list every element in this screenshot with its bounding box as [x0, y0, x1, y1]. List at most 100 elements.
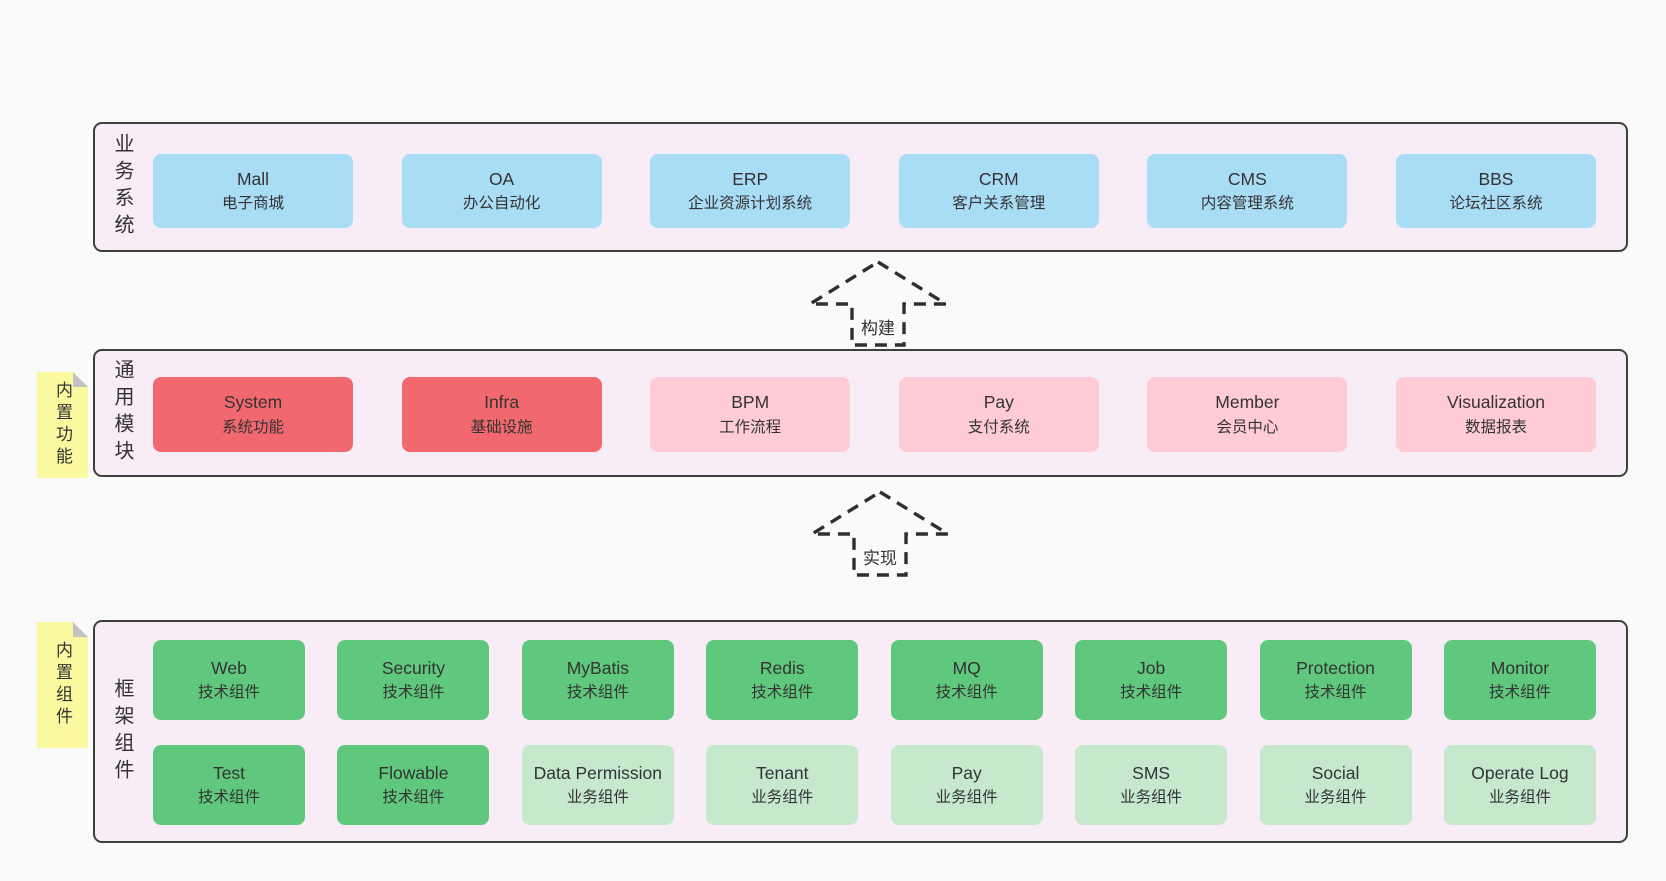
box-title: Test [212, 762, 246, 783]
box-subtitle: 技术组件 [1304, 684, 1367, 702]
box-erp: ERP 企业资源计划系统 [650, 154, 851, 228]
box-subtitle: 技术组件 [1120, 684, 1183, 702]
box-title: Tenant [755, 762, 809, 783]
box-member: Member 会员中心 [1147, 377, 1348, 452]
up-arrow-icon [804, 260, 952, 347]
box-subtitle: 技术组件 [566, 684, 629, 702]
box-pay-component: Pay 业务组件 [890, 745, 1043, 825]
box-title: Security [381, 657, 446, 678]
box-title: CRM [978, 168, 1019, 189]
box-title: System [223, 392, 283, 413]
box-title: OA [488, 168, 515, 189]
box-subtitle: 基础设施 [470, 418, 533, 436]
implement-arrow-label: 实现 [860, 544, 900, 569]
box-pay-module: Pay 支付系统 [898, 377, 1099, 452]
box-bpm: BPM 工作流程 [650, 377, 851, 452]
box-subtitle: 技术组件 [382, 789, 445, 807]
framework-box-row-2: Test 技术组件 Flowable 技术组件 Data Permission … [153, 745, 1596, 825]
box-title: Redis [759, 657, 805, 678]
business-box-row: Mall 电子商城 OA 办公自动化 ERP 企业资源计划系统 CRM 客户关系… [153, 154, 1596, 228]
box-subtitle: 会员中心 [1216, 418, 1279, 436]
box-subtitle: 系统功能 [221, 418, 284, 436]
box-subtitle: 数据报表 [1464, 418, 1527, 436]
box-system: System 系统功能 [153, 377, 353, 452]
box-subtitle: 论坛社区系统 [1449, 195, 1543, 213]
box-subtitle: 业务组件 [751, 789, 814, 807]
build-arrow-label: 构建 [858, 314, 898, 339]
box-oa: OA 办公自动化 [401, 154, 602, 228]
box-title: Social [1311, 762, 1360, 783]
box-data-permission: Data Permission 业务组件 [521, 745, 674, 825]
box-title: Pay [951, 762, 982, 783]
note-text: 内置组件 [53, 641, 72, 729]
box-subtitle: 技术组件 [1488, 684, 1551, 702]
box-title: BPM [731, 392, 770, 413]
box-title: Monitor [1490, 657, 1550, 678]
box-visualization: Visualization 数据报表 [1395, 377, 1596, 452]
box-subtitle: 电子商城 [221, 195, 284, 213]
box-subtitle: 业务组件 [1488, 789, 1551, 807]
box-subtitle: 业务组件 [935, 789, 998, 807]
box-subtitle: 客户关系管理 [952, 195, 1046, 213]
box-title: Member [1215, 392, 1280, 413]
box-title: Flowable [378, 762, 449, 783]
builtin-features-note: 内置功能 [37, 372, 88, 478]
box-web: Web 技术组件 [153, 640, 305, 720]
modules-box-row: System 系统功能 Infra 基础设施 BPM 工作流程 Pay 支付系统… [153, 377, 1596, 452]
box-mq: MQ 技术组件 [890, 640, 1043, 720]
box-title: ERP [732, 168, 769, 189]
box-infra: Infra 基础设施 [401, 377, 602, 452]
box-tenant: Tenant 业务组件 [706, 745, 859, 825]
box-title: Job [1137, 657, 1166, 678]
box-title: Data Permission [533, 762, 663, 783]
framework-panel-label: 框架组件 [111, 677, 133, 786]
box-title: SMS [1132, 762, 1171, 783]
note-text: 内置功能 [53, 381, 72, 469]
box-subtitle: 企业资源计划系统 [688, 195, 813, 213]
box-bbs: BBS 论坛社区系统 [1395, 154, 1596, 228]
box-title: BBS [1478, 168, 1514, 189]
box-subtitle: 办公自动化 [462, 195, 541, 213]
box-title: MyBatis [566, 657, 629, 678]
box-subtitle: 业务组件 [566, 789, 629, 807]
box-subtitle: 技术组件 [197, 789, 260, 807]
box-mybatis: MyBatis 技术组件 [521, 640, 674, 720]
box-title: Mall [236, 168, 270, 189]
up-arrow-icon [806, 490, 954, 577]
box-subtitle: 内容管理系统 [1200, 195, 1294, 213]
box-title: Pay [983, 392, 1014, 413]
box-flowable: Flowable 技术组件 [337, 745, 490, 825]
box-title: Visualization [1447, 392, 1545, 413]
box-security: Security 技术组件 [337, 640, 490, 720]
box-title: Infra [484, 392, 520, 413]
box-crm: CRM 客户关系管理 [898, 154, 1099, 228]
implement-arrow: 实现 [800, 487, 960, 579]
framework-components-panel: 框架组件 Web 技术组件 Security 技术组件 MyBatis 技术组件… [93, 620, 1628, 843]
box-subtitle: 支付系统 [967, 418, 1030, 436]
box-monitor: Monitor 技术组件 [1443, 640, 1596, 720]
box-subtitle: 技术组件 [751, 684, 814, 702]
box-title: Web [211, 657, 247, 678]
builtin-components-note: 内置组件 [37, 622, 88, 748]
box-sms: SMS 业务组件 [1075, 745, 1228, 825]
box-subtitle: 技术组件 [382, 684, 445, 702]
box-job: Job 技术组件 [1075, 640, 1228, 720]
box-subtitle: 业务组件 [1120, 789, 1183, 807]
box-title: CMS [1227, 168, 1267, 189]
box-subtitle: 业务组件 [1304, 789, 1367, 807]
box-protection: Protection 技术组件 [1259, 640, 1412, 720]
box-mall: Mall 电子商城 [153, 154, 353, 228]
box-redis: Redis 技术组件 [706, 640, 859, 720]
box-operate-log: Operate Log 业务组件 [1443, 745, 1596, 825]
box-title: Operate Log [1471, 762, 1569, 783]
common-modules-panel: 通用模块 System 系统功能 Infra 基础设施 BPM 工作流程 Pay… [93, 349, 1628, 477]
business-panel-label: 业务系统 [111, 133, 133, 241]
box-test: Test 技术组件 [153, 745, 305, 825]
framework-box-row-1: Web 技术组件 Security 技术组件 MyBatis 技术组件 Redi… [153, 640, 1596, 720]
box-subtitle: 技术组件 [197, 684, 260, 702]
build-arrow: 构建 [798, 257, 958, 349]
business-systems-panel: 业务系统 Mall 电子商城 OA 办公自动化 ERP 企业资源计划系统 CRM… [93, 122, 1628, 252]
box-title: Protection [1296, 657, 1375, 678]
box-cms: CMS 内容管理系统 [1147, 154, 1348, 228]
